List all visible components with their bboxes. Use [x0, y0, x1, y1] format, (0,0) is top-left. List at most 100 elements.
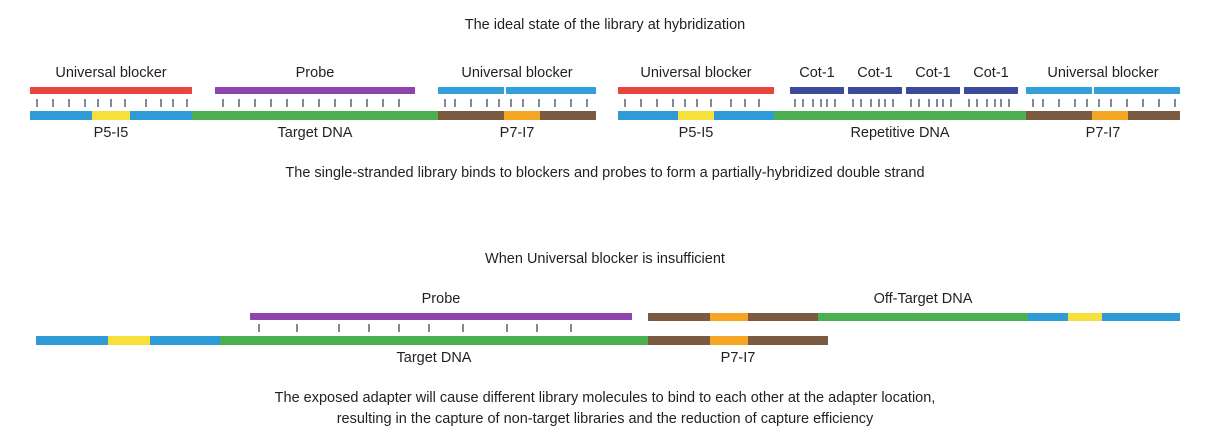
label-blocker-4: Cot-1 — [973, 65, 1009, 81]
strand-segment-p7-brown-a — [648, 336, 710, 345]
hybridization-tick — [986, 99, 988, 107]
hybridization-tick — [640, 99, 642, 107]
bar-cot1-2 — [848, 87, 902, 94]
hybridization-tick — [1074, 99, 1076, 107]
hybridization-tick — [710, 99, 712, 107]
hybridization-tick — [36, 99, 38, 107]
hybridization-tick — [878, 99, 880, 107]
hybridization-tick — [522, 99, 524, 107]
hybridization-tick — [976, 99, 978, 107]
label-region-2: P7-I7 — [1085, 125, 1121, 141]
hybridization-tick — [656, 99, 658, 107]
strand-segment-p7-brown-a — [1026, 111, 1092, 120]
bar-blocker-p7a — [1026, 87, 1092, 94]
bar-blocker-p7b — [506, 87, 596, 94]
hybridization-tick — [382, 99, 384, 107]
label-region-0: P5-I5 — [93, 125, 129, 141]
hybridization-tick — [758, 99, 760, 107]
hybridization-tick — [1042, 99, 1044, 107]
strand-segment-target — [220, 336, 648, 345]
strand-segment-p5-blue-b — [150, 336, 220, 345]
hybridization-tick — [368, 324, 370, 332]
hybridization-tick — [68, 99, 70, 107]
label-region-1: Repetitive DNA — [850, 125, 950, 141]
hybridization-tick — [350, 99, 352, 107]
label-blocker-1: Cot-1 — [799, 65, 835, 81]
bar-blocker-p7b — [1094, 87, 1180, 94]
strand-segment-repetitive — [774, 111, 1026, 120]
hybridization-tick — [538, 99, 540, 107]
hybridization-tick — [812, 99, 814, 107]
hybridization-tick — [624, 99, 626, 107]
label-blocker-2: Universal blocker — [461, 65, 573, 81]
hybridization-tick — [398, 99, 400, 107]
bar-blocker-p7a — [438, 87, 504, 94]
hybridization-tick — [145, 99, 147, 107]
bar-blocker-p5 — [618, 87, 774, 94]
hybridization-tick — [97, 99, 99, 107]
hybridization-tick — [254, 99, 256, 107]
hybridization-tick — [296, 324, 298, 332]
hybridization-tick — [84, 99, 86, 107]
hybridization-tick — [160, 99, 162, 107]
strand-segment-offtarget-p5-yellow — [1068, 313, 1102, 321]
hybridization-tick — [186, 99, 188, 107]
label-region-0: Target DNA — [396, 350, 472, 366]
hybridization-tick — [510, 99, 512, 107]
hybridization-tick — [672, 99, 674, 107]
caption-ideal-state: The single-stranded library binds to blo… — [285, 165, 925, 181]
hybridization-tick — [870, 99, 872, 107]
hybridization-tick — [852, 99, 854, 107]
hybridization-tick — [238, 99, 240, 107]
strand-segment-p7-orange — [1092, 111, 1128, 120]
hybridization-tick — [884, 99, 886, 107]
strand-segment-p7-brown-b — [748, 336, 828, 345]
panel-title-ideal: The ideal state of the library at hybrid… — [464, 17, 746, 33]
hybridization-tick — [1000, 99, 1002, 107]
hybridization-tick — [444, 99, 446, 107]
hybridization-tick — [928, 99, 930, 107]
strand-segment-offtarget-green — [818, 313, 1028, 321]
strand-segment-offtarget-p7-orange — [710, 313, 748, 321]
hybridization-tick — [1126, 99, 1128, 107]
strand-segment-p7-brown-b — [1128, 111, 1180, 120]
hybridization-tick — [334, 99, 336, 107]
hybridization-tick — [470, 99, 472, 107]
caption-line-2: resulting in the capture of non-target l… — [336, 411, 874, 427]
bar-probe — [250, 313, 632, 320]
hybridization-tick — [1098, 99, 1100, 107]
hybridization-tick — [258, 324, 260, 332]
label-blocker-2: Cot-1 — [857, 65, 893, 81]
hybridization-tick — [936, 99, 938, 107]
hybridization-tick — [398, 324, 400, 332]
hybridization-tick — [794, 99, 796, 107]
hybridization-tick — [834, 99, 836, 107]
hybridization-tick — [498, 99, 500, 107]
hybridization-tick — [1142, 99, 1144, 107]
hybridization-tick — [536, 324, 538, 332]
label-blocker-3: Cot-1 — [915, 65, 951, 81]
strand-segment-p7-orange — [504, 111, 540, 120]
hybridization-tick — [124, 99, 126, 107]
hybridization-tick — [1058, 99, 1060, 107]
hybridization-tick — [1008, 99, 1010, 107]
hybridization-tick — [586, 99, 588, 107]
hybridization-tick — [554, 99, 556, 107]
label-region-1: Target DNA — [277, 125, 353, 141]
label-blocker-0: Universal blocker — [640, 65, 752, 81]
hybridization-tick — [994, 99, 996, 107]
bar-probe — [215, 87, 415, 94]
strand-segment-p5-blue-b — [714, 111, 774, 120]
hybridization-tick — [1110, 99, 1112, 107]
hybridization-tick — [802, 99, 804, 107]
bar-cot1-3 — [906, 87, 960, 94]
strand-segment-p5-blue-a — [30, 111, 92, 120]
hybridization-tick — [820, 99, 822, 107]
hybridization-tick — [570, 99, 572, 107]
strand-segment-offtarget-p7-brown-a — [648, 313, 710, 321]
strand-segment-target — [192, 111, 438, 120]
hybridization-tick — [222, 99, 224, 107]
